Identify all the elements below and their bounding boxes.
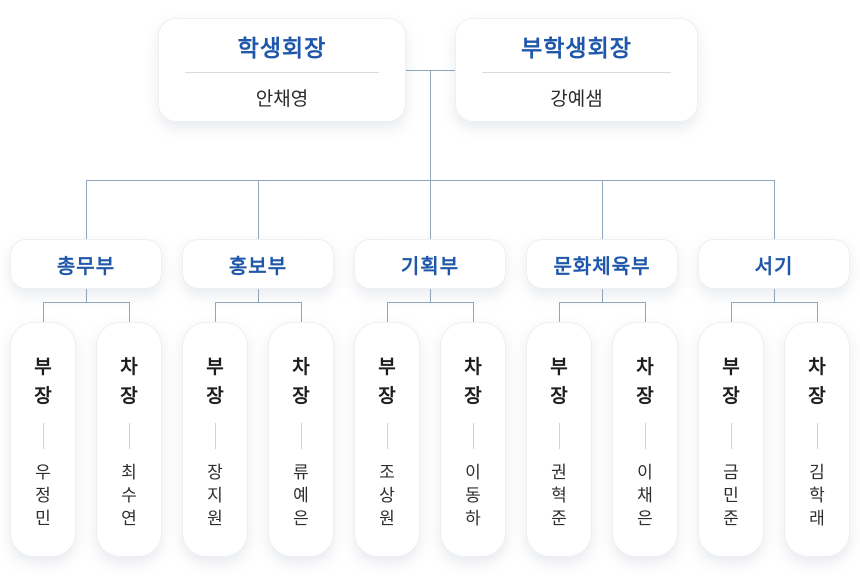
connector-line	[258, 289, 259, 303]
member-card: 차장 류예은	[268, 322, 334, 557]
connector-line	[215, 302, 216, 322]
card-president: 학생회장 안채영	[158, 18, 406, 122]
member-role: 차장	[636, 357, 654, 407]
connector-line	[86, 180, 87, 239]
department-label: 서기	[754, 255, 794, 278]
connector-line	[602, 180, 603, 239]
divider	[472, 423, 474, 449]
divider	[185, 72, 379, 73]
connector-line	[387, 302, 388, 322]
connector-line	[645, 302, 646, 322]
department-card: 홍보부	[182, 239, 334, 289]
member-role: 부장	[206, 357, 224, 407]
member-role: 차장	[464, 357, 482, 407]
connector-line	[559, 302, 560, 322]
divider	[386, 423, 388, 449]
member-card: 차장 최수연	[96, 322, 162, 557]
member-name: 금민준	[723, 463, 739, 528]
connector-line	[258, 180, 259, 239]
member-name: 이동하	[465, 463, 481, 528]
divider	[128, 423, 130, 449]
connector-line	[43, 302, 44, 322]
member-card: 부장 장지원	[182, 322, 248, 557]
vice-president-title: 부학생회장	[521, 34, 632, 61]
member-role: 부장	[378, 357, 396, 407]
member-name: 우정민	[35, 463, 51, 528]
connector-line	[387, 302, 474, 303]
divider	[482, 72, 671, 73]
department-card: 서기	[698, 239, 850, 289]
member-role: 부장	[722, 357, 740, 407]
divider	[644, 423, 646, 449]
member-card: 부장 조상원	[354, 322, 420, 557]
connector-line	[301, 302, 302, 322]
department-label: 총무부	[56, 255, 116, 278]
member-role: 부장	[550, 357, 568, 407]
member-name: 조상원	[379, 463, 395, 528]
president-name: 안채영	[255, 88, 309, 110]
connector-line	[731, 302, 732, 322]
president-title: 학생회장	[237, 34, 327, 61]
member-card: 부장 권혁준	[526, 322, 592, 557]
member-role: 차장	[808, 357, 826, 407]
connector-line	[559, 302, 646, 303]
department-card: 총무부	[10, 239, 162, 289]
member-role: 차장	[120, 357, 138, 407]
department-card: 기획부	[354, 239, 506, 289]
divider	[42, 423, 44, 449]
divider	[730, 423, 732, 449]
connector-line	[86, 289, 87, 303]
department-label: 문화체육부	[553, 255, 651, 278]
connector-line	[215, 302, 302, 303]
member-role: 차장	[292, 357, 310, 407]
member-card: 부장 금민준	[698, 322, 764, 557]
connector-line	[731, 302, 818, 303]
member-name: 권혁준	[551, 463, 567, 528]
divider	[558, 423, 560, 449]
connector-line	[473, 302, 474, 322]
connector-line	[817, 302, 818, 322]
member-name: 김학래	[809, 463, 825, 528]
member-name: 류예은	[293, 463, 309, 528]
vice-president-name: 강예샘	[550, 88, 603, 110]
connector-line	[43, 302, 130, 303]
member-card: 차장 이채은	[612, 322, 678, 557]
member-name: 장지원	[207, 463, 223, 528]
card-vice-president: 부학생회장 강예샘	[455, 18, 698, 122]
divider	[816, 423, 818, 449]
member-role: 부장	[34, 357, 52, 407]
member-card: 차장 김학래	[784, 322, 850, 557]
department-card: 문화체육부	[526, 239, 678, 289]
connector-line	[774, 180, 775, 239]
member-card: 차장 이동하	[440, 322, 506, 557]
divider	[300, 423, 302, 449]
connector-line	[129, 302, 130, 322]
connector-line	[774, 289, 775, 303]
connector-line	[430, 289, 431, 303]
member-name: 이채은	[637, 463, 653, 528]
connector-line	[430, 180, 431, 239]
connector-line	[430, 70, 431, 181]
department-label: 홍보부	[228, 255, 288, 278]
department-label: 기획부	[400, 255, 460, 278]
member-name: 최수연	[121, 463, 137, 528]
divider	[214, 423, 216, 449]
member-card: 부장 우정민	[10, 322, 76, 557]
connector-line	[602, 289, 603, 303]
